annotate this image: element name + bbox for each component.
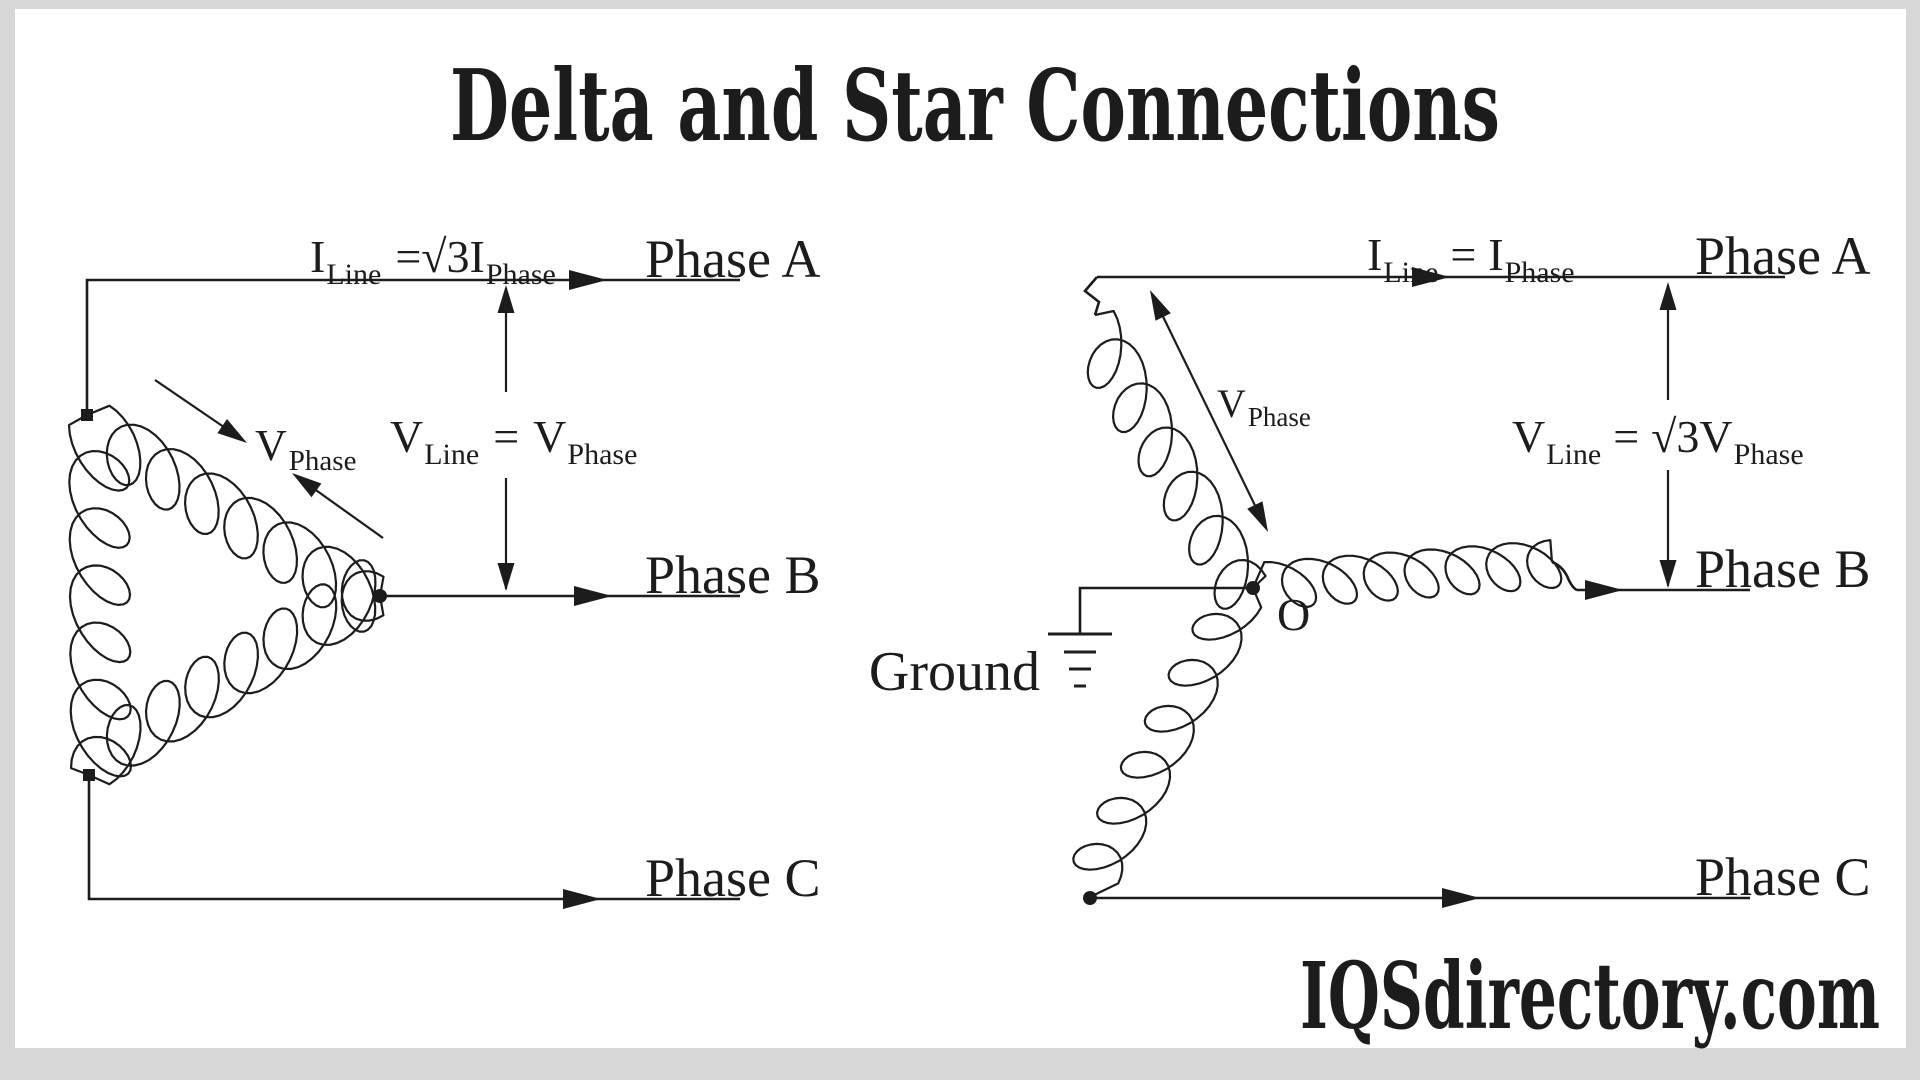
star-dim-up-arrowhead [1659,282,1677,310]
watermark: IQSdirectory.com [1300,942,1880,1050]
delta-winding-left [67,414,133,778]
delta-phase-c-arrowhead [563,889,601,909]
star-winding-arrow-up-head [1150,290,1171,321]
delta-voltage-formula: VLine=VPhase [390,411,637,471]
delta-winding-arrow2-head [292,473,322,498]
star-phase-b-arrowhead [1585,580,1623,600]
star-winding-dim-shaft [1152,295,1266,527]
ground-label: Ground [869,641,1040,703]
star-winding-phase-c [1072,587,1263,898]
star-winding-phase-a [1086,309,1267,610]
star-dim-down-arrowhead [1659,560,1677,588]
star-winding-arrow-down-head [1247,501,1268,532]
star-phase-c-label: Phase C [1695,847,1871,907]
delta-dim-up-arrowhead [497,285,515,313]
delta-phase-a-arrowhead [569,270,607,290]
delta-bottom-junction-dot [83,769,95,781]
star-winding-phase-b [1251,539,1563,608]
delta-dim-down-arrowhead [497,563,515,591]
delta-winding-top [86,404,385,633]
delta-phase-b-label: Phase B [645,545,821,605]
delta-winding-label: VPhase [255,421,356,477]
delta-current-formula: ILine=√3IPhase [310,231,556,291]
delta-phase-c-label: Phase C [645,848,821,908]
star-voltage-formula: VLine=√3VPhase [1512,411,1804,471]
star-phase-a-label: Phase A [1695,226,1871,286]
delta-right-junction-dot [373,589,387,603]
star-phase-c-arrowhead [1442,888,1480,908]
star-neutral-label: O [1277,589,1310,640]
ground-wire [1078,586,1253,634]
delta-top-junction-dot [81,409,93,421]
delta-phase-c-line [87,775,740,901]
star-phase-a-arrowhead [1412,267,1450,287]
star-phase-c-junction-dot [1083,891,1097,905]
delta-phase-a-line [85,278,740,415]
star-winding-label: VPhase [1217,381,1311,432]
star-phase-a-terminal-jag [1083,276,1101,316]
delta-phase-a-label: Phase A [645,229,821,289]
star-neutral-junction-dot [1246,581,1260,595]
star-diagram: ILine=IPhase VLine=√3VPhase VPhase O Gro… [869,226,1871,908]
delta-diagram: ILine=√3IPhase VLine=VPhase VPhase Phase… [67,229,821,909]
star-winding-b-lead [1551,560,1578,592]
page-title: Delta and Star Connections [450,49,1500,164]
delta-phase-b-arrowhead [574,586,612,606]
diagram-canvas [15,9,1906,1048]
delta-winding-bottom [88,559,385,786]
star-phase-b-label: Phase B [1695,539,1871,599]
delta-winding-arrow1-head [217,419,247,443]
star-current-formula: ILine=IPhase [1367,229,1575,289]
